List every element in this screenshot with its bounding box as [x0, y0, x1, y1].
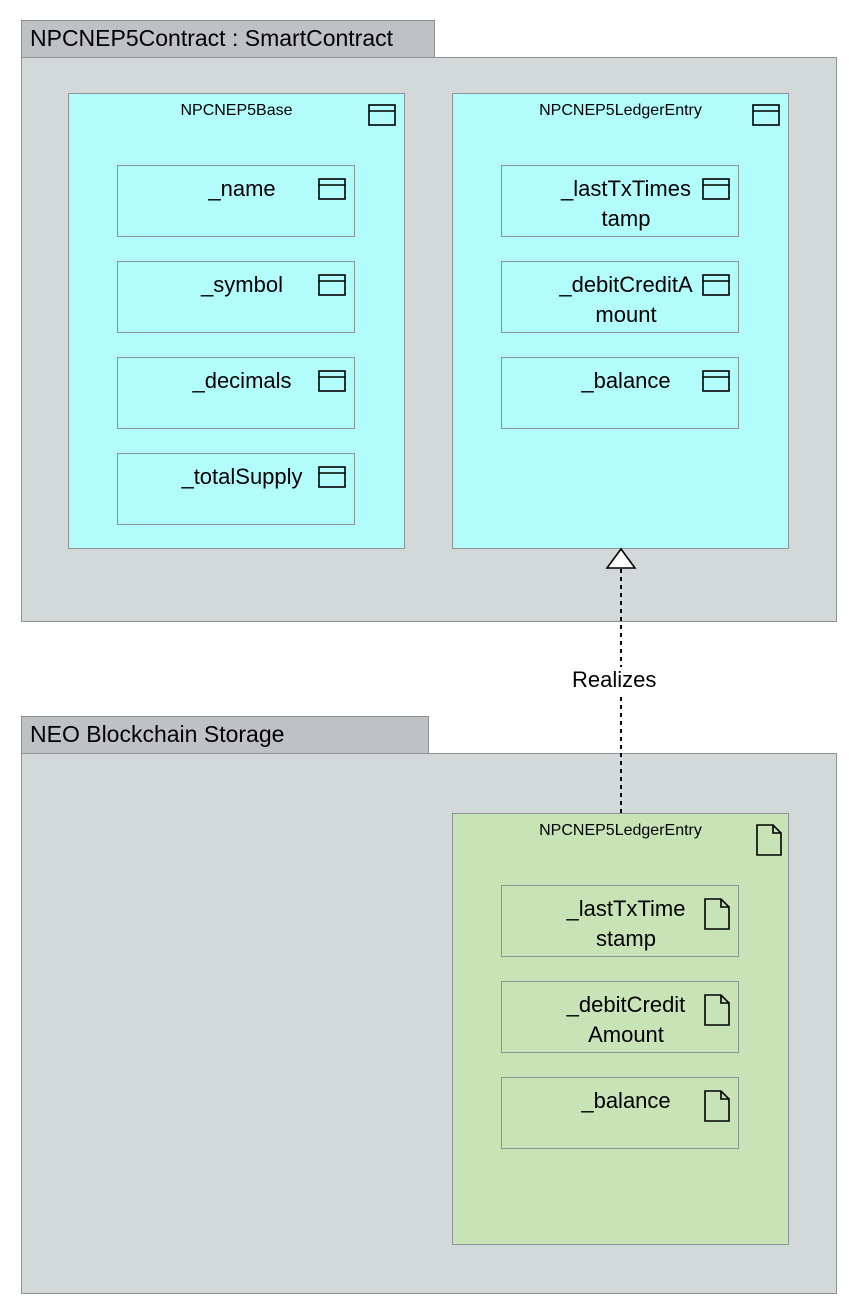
component-title: NPCNEP5Base — [180, 102, 293, 119]
field-total-supply[interactable]: _totalSupply — [117, 453, 355, 525]
field-label: _balance — [581, 1088, 671, 1113]
field-label: _debitCreditA mount — [559, 272, 693, 327]
field-balance[interactable]: _balance — [501, 1077, 739, 1149]
field-name[interactable]: _name — [117, 165, 355, 237]
field-label: _name — [208, 176, 276, 201]
contract-package-title: NPCNEP5Contract : SmartContract — [30, 25, 394, 51]
storage-package-title: NEO Blockchain Storage — [30, 721, 285, 747]
field-label: _symbol — [201, 272, 283, 297]
storage-package-tab: NEO Blockchain Storage — [21, 716, 429, 754]
field-debit-credit-amount[interactable]: _debitCreditA mount — [501, 261, 739, 333]
field-label: _balance — [581, 368, 671, 393]
field-symbol[interactable]: _symbol — [117, 261, 355, 333]
field-balance[interactable]: _balance — [501, 357, 739, 429]
field-decimals[interactable]: _decimals — [117, 357, 355, 429]
npcnep5base-component[interactable]: NPCNEP5Base _name _symbol _decimals _tot… — [68, 93, 405, 549]
realization-arrowhead — [605, 547, 637, 569]
storage-ledgerentry-data-object[interactable]: NPCNEP5LedgerEntry _lastTxTime stamp _de… — [452, 813, 789, 1245]
field-label: _decimals — [192, 368, 292, 393]
field-last-tx-timestamp[interactable]: _lastTxTimes tamp — [501, 165, 739, 237]
field-label: _lastTxTime stamp — [566, 896, 686, 951]
component-title: NPCNEP5LedgerEntry — [539, 822, 702, 839]
component-title: NPCNEP5LedgerEntry — [539, 102, 702, 119]
realizes-label: Realizes — [568, 667, 661, 693]
field-label: _debitCredit Amount — [566, 992, 686, 1047]
contract-package-tab: NPCNEP5Contract : SmartContract — [21, 20, 435, 58]
field-label: _totalSupply — [181, 464, 303, 489]
npcnep5ledgerentry-component[interactable]: NPCNEP5LedgerEntry _lastTxTimes tamp _de… — [452, 93, 789, 549]
field-debit-credit-amount[interactable]: _debitCredit Amount — [501, 981, 739, 1053]
field-last-tx-timestamp[interactable]: _lastTxTime stamp — [501, 885, 739, 957]
field-label: _lastTxTimes tamp — [561, 176, 691, 231]
